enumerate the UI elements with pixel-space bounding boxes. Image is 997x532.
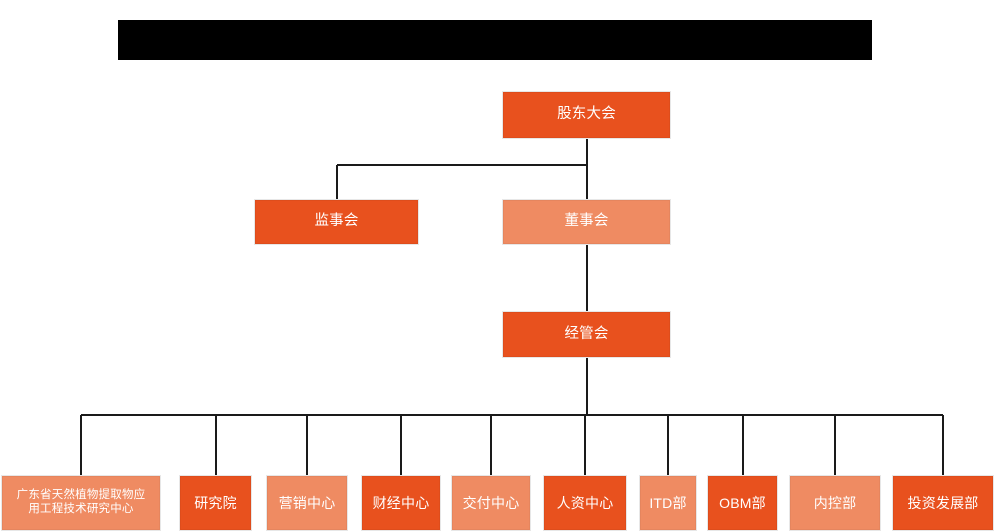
edge-bus-dept-6	[584, 415, 586, 476]
org-node-label: 经管会	[564, 325, 609, 342]
edge-management-bus	[585, 357, 588, 415]
org-node-dept-4[interactable]: 财经中心	[362, 476, 440, 530]
org-node-management[interactable]: 经管会	[503, 312, 670, 357]
org-node-label: 监事会	[314, 213, 359, 230]
org-node-dept-5[interactable]: 交付中心	[452, 476, 530, 530]
org-node-label: 交付中心	[462, 494, 520, 511]
edge-shareholders-supervisory	[335, 165, 338, 200]
edge-bus-dept-8	[741, 415, 744, 476]
org-node-supervisory[interactable]: 监事会	[255, 200, 418, 244]
org-node-shareholders[interactable]: 股东大会	[503, 92, 670, 138]
edge-bus-level4	[81, 414, 943, 416]
org-node-dept-2[interactable]: 研究院	[180, 476, 251, 530]
org-node-dept-6[interactable]: 人资中心	[544, 476, 626, 530]
org-node-dept-3[interactable]: 营销中心	[267, 476, 347, 530]
org-node-label: 研究院	[194, 494, 237, 511]
org-node-label: 投资发展部	[907, 494, 979, 511]
edge-bus-dept-1	[80, 415, 82, 476]
edge-bus-dept-4	[400, 415, 402, 476]
redacted-title-bar	[118, 20, 872, 60]
edge-bus-dept-2	[214, 415, 217, 476]
org-node-dept-10[interactable]: 投资发展部	[893, 476, 993, 530]
org-node-dept-8[interactable]: OBM部	[708, 476, 777, 530]
edge-bus-dept-7	[667, 415, 669, 476]
org-node-label: 股东大会	[557, 106, 616, 123]
edge-shareholders-board	[585, 138, 588, 200]
org-node-label: OBM部	[719, 494, 766, 511]
org-node-label: 董事会	[564, 213, 609, 230]
edge-board-management	[585, 244, 588, 312]
org-node-dept-7[interactable]: ITD部	[640, 476, 696, 530]
org-node-dept-9[interactable]: 内控部	[790, 476, 880, 530]
org-node-label: 财经中心	[372, 494, 430, 511]
edge-bus-dept-9	[834, 415, 836, 476]
org-node-label: 营销中心	[278, 494, 336, 511]
org-node-dept-1[interactable]: 广东省天然植物提取物应 用工程技术研究中心	[2, 476, 160, 530]
edge-bus-level2	[336, 164, 587, 166]
edge-bus-dept-3	[306, 415, 308, 476]
org-node-label: 人资中心	[556, 494, 614, 511]
org-node-label: 内控部	[813, 494, 857, 511]
org-node-label: ITD部	[649, 494, 687, 511]
org-node-board[interactable]: 董事会	[503, 200, 670, 244]
org-node-label: 广东省天然植物提取物应 用工程技术研究中心	[16, 489, 146, 515]
edge-bus-dept-10	[942, 415, 944, 476]
edge-bus-dept-5	[490, 415, 492, 476]
